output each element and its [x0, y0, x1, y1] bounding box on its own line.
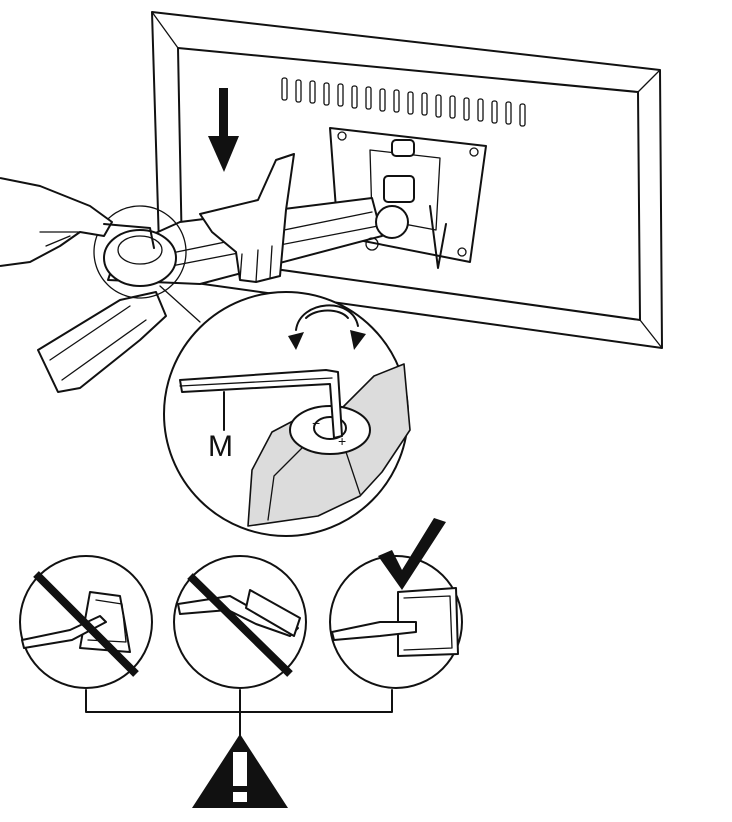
- ventilation-slots: [281, 77, 526, 127]
- hex-key-small: [103, 223, 155, 249]
- prohibited-icon-monitor-tilted: [173, 555, 307, 689]
- down-arrow-icon: [208, 88, 239, 172]
- rotation-arrows-icon: [288, 304, 366, 350]
- minus-symbol: −: [312, 415, 320, 431]
- prohibited-icon-arm-too-high: [19, 555, 153, 689]
- monitor: [151, 11, 663, 349]
- tool-label-m: M: [208, 430, 233, 463]
- left-hand: [0, 177, 113, 267]
- correct-position-icon: [329, 555, 463, 689]
- right-hand: [199, 153, 295, 283]
- hex-key: [179, 369, 343, 439]
- checkmark-icon: [378, 518, 446, 590]
- plus-symbol: +: [338, 433, 346, 449]
- magnified-detail: − + M: [163, 291, 411, 537]
- warning-triangle-icon: [192, 734, 288, 808]
- bracket-connector: [85, 689, 393, 739]
